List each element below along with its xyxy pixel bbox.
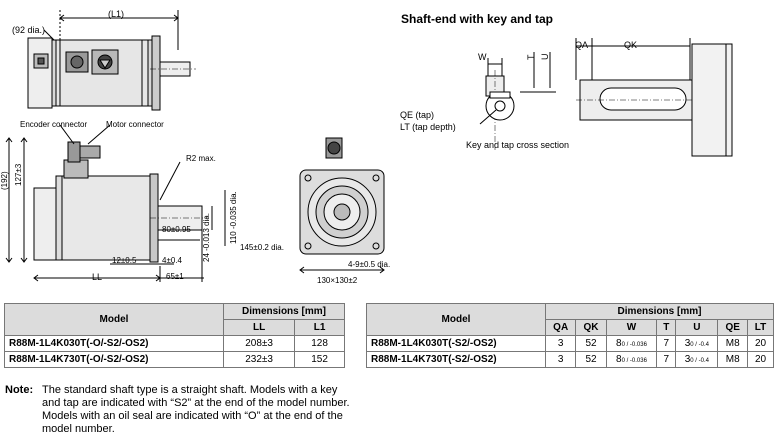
label-145-dia: 145±0.2 dia. bbox=[240, 243, 284, 252]
label-l1: (L1) bbox=[108, 9, 125, 19]
table-row: R88M-1L4K030T(-O/-S2/-OS2) 208±3 128 bbox=[4, 335, 345, 352]
header-u: U bbox=[675, 319, 719, 336]
label-12: 12±0.5 bbox=[112, 256, 137, 265]
label-key-cross: Key and tap cross section bbox=[466, 140, 570, 150]
label-encoder-connector: Encoder connector bbox=[20, 120, 88, 129]
header-w: W bbox=[605, 319, 658, 336]
cell-qe: M8 bbox=[717, 351, 749, 368]
header-l1: L1 bbox=[294, 319, 345, 336]
label-u: U bbox=[540, 53, 550, 61]
dimensions-table-right: Model Dimensions [mm] QA QK W T U QE LT … bbox=[366, 303, 774, 368]
label-holes: 4-9±0.5 dia. bbox=[348, 260, 391, 269]
cell-ll: 208±3 bbox=[222, 335, 296, 352]
label-ll: LL bbox=[92, 272, 103, 282]
cell-qk: 52 bbox=[575, 335, 607, 352]
label-lt-tap: LT (tap depth) bbox=[400, 122, 456, 132]
cell-l1: 128 bbox=[294, 335, 345, 352]
cell-model: R88M-1L4K030T(-S2/-OS2) bbox=[366, 335, 546, 352]
cell-model: R88M-1L4K730T(-S2/-OS2) bbox=[366, 351, 546, 368]
header-model: Model bbox=[4, 303, 224, 336]
motor-top-view-drawing bbox=[27, 10, 196, 111]
note-text: The standard shaft type is a straight sh… bbox=[42, 384, 350, 435]
label-qe-tap: QE (tap) bbox=[400, 110, 435, 120]
header-qk: QK bbox=[575, 319, 607, 336]
header-dimensions: Dimensions [mm] bbox=[545, 303, 774, 320]
cell-u-tol: 0 / -0.4 bbox=[690, 358, 709, 364]
cell-ll: 232±3 bbox=[222, 351, 296, 368]
shaft-end-detail-drawing bbox=[479, 38, 733, 157]
note-label: Note: bbox=[5, 384, 34, 396]
cell-u: 30 / -0.4 bbox=[675, 335, 719, 352]
label-motor-connector: Motor connector bbox=[106, 120, 164, 129]
table-row: R88M-1L4K730T(-O/-S2/-OS2) 232±3 152 bbox=[4, 351, 345, 368]
header-qe: QE bbox=[717, 319, 749, 336]
cell-model: R88M-1L4K730T(-O/-S2/-OS2) bbox=[4, 351, 224, 368]
label-110-dia: 110 -0.035 dia. bbox=[229, 191, 238, 244]
cell-u: 30 / -0.4 bbox=[675, 351, 719, 368]
table-row: R88M-1L4K730T(-S2/-OS2) 3 52 80 / -0.036… bbox=[366, 351, 774, 368]
cell-qa: 3 bbox=[544, 335, 577, 352]
label-130: 130×130±2 bbox=[317, 276, 358, 285]
cell-qa: 3 bbox=[544, 351, 577, 368]
header-t: T bbox=[656, 319, 677, 336]
cell-w-value: 8 bbox=[616, 354, 622, 365]
cell-t: 7 bbox=[656, 335, 677, 352]
cell-w: 80 / -0.036 bbox=[605, 351, 658, 368]
label-qa: QA bbox=[575, 40, 589, 50]
label-65: 65±1 bbox=[166, 272, 184, 281]
table-row: R88M-1L4K030T(-S2/-OS2) 3 52 80 / -0.036… bbox=[366, 335, 774, 352]
header-qa: QA bbox=[544, 319, 577, 336]
header-ll: LL bbox=[222, 319, 296, 336]
cell-lt: 20 bbox=[747, 351, 774, 368]
cell-w-tol: 0 / -0.036 bbox=[621, 342, 647, 348]
cell-w: 80 / -0.036 bbox=[605, 335, 658, 352]
label-t: T bbox=[526, 54, 536, 61]
cell-lt: 20 bbox=[747, 335, 774, 352]
section-title: Shaft-end with key and tap bbox=[401, 12, 554, 26]
dimensions-table-left: Model Dimensions [mm] LL L1 R88M-1L4K030… bbox=[4, 303, 345, 368]
label-w: W bbox=[478, 52, 487, 62]
header-model: Model bbox=[366, 303, 546, 336]
label-92-dia: (92 dia.) bbox=[12, 25, 46, 35]
cell-u-value: 3 bbox=[684, 354, 691, 365]
motor-front-view-drawing bbox=[299, 137, 385, 274]
cell-qk: 52 bbox=[575, 351, 607, 368]
cell-t: 7 bbox=[656, 351, 677, 368]
motor-side-view-drawing bbox=[5, 124, 226, 282]
cell-u-value: 3 bbox=[684, 338, 691, 349]
header-dimensions: Dimensions [mm] bbox=[223, 303, 345, 320]
cell-u-tol: 0 / -0.4 bbox=[690, 342, 709, 348]
cell-model: R88M-1L4K030T(-O/-S2/-OS2) bbox=[4, 335, 224, 352]
label-r2-max: R2 max. bbox=[186, 154, 216, 163]
cell-w-tol: 0 / -0.036 bbox=[621, 358, 647, 364]
cell-l1: 152 bbox=[294, 351, 345, 368]
cell-w-value: 8 bbox=[616, 338, 622, 349]
label-80: 80±0.95 bbox=[162, 225, 191, 234]
label-qk: QK bbox=[624, 40, 638, 50]
label-192: (192) bbox=[0, 171, 9, 190]
label-4: 4±0.4 bbox=[162, 256, 182, 265]
label-127: 127±3 bbox=[14, 163, 23, 186]
label-24-dia: 24 -0.013 dia. bbox=[202, 213, 211, 262]
header-lt: LT bbox=[747, 319, 774, 336]
note: Note: The standard shaft type is a strai… bbox=[5, 384, 350, 436]
cell-qe: M8 bbox=[717, 335, 749, 352]
